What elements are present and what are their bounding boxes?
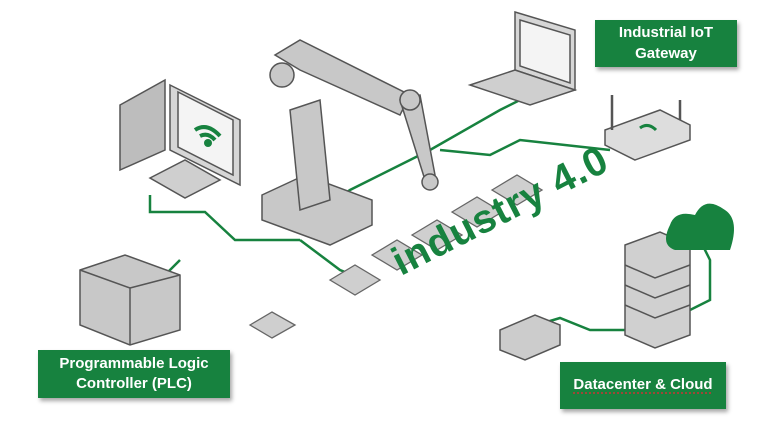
datacenter-label: Datacenter & Cloud [560,362,726,409]
laptop-icon [467,10,578,106]
server-rack-icon [624,231,691,349]
storage-device-icon [499,314,561,361]
plc-text: Programmable Logic Controller (PLC) [59,354,209,392]
sensor-tiles [248,174,544,339]
robot-arm-icon [261,39,439,246]
iot-gateway-text: Industrial IoT Gateway [618,24,714,62]
datacenter-text: Datacenter & Cloud [573,376,713,394]
plc-label: Programmable Logic Controller (PLC) [38,350,230,398]
plc-device-icon [79,254,181,346]
router-icon [604,95,691,161]
cloud-icon [666,203,734,250]
iot-gateway-label: Industrial IoT Gateway [595,20,737,67]
desktop-computer-icon [119,78,241,199]
